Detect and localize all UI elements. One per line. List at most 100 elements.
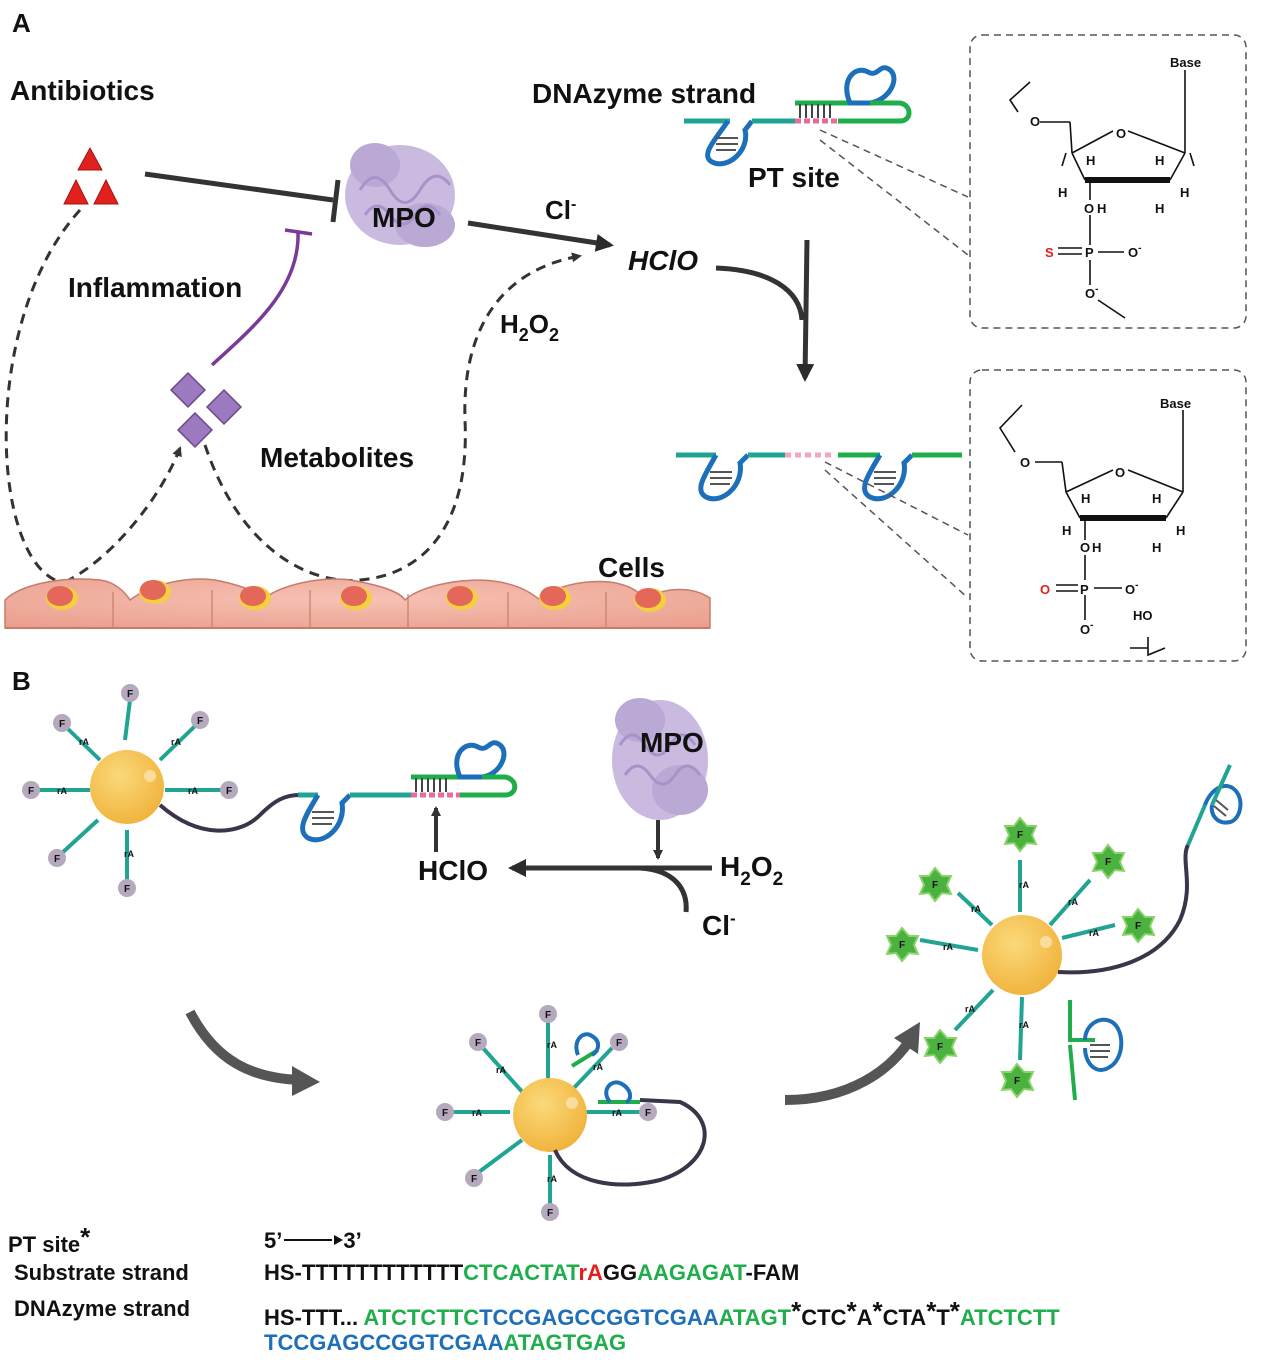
f-label: F [54, 854, 60, 865]
f-label: F [1135, 921, 1141, 932]
seq-segment: rA [578, 1260, 603, 1285]
o5-bottom: O [1020, 455, 1030, 470]
seq-segment: GG [602, 1260, 638, 1285]
ra-label: rA [79, 737, 90, 747]
pt-site-label: PT site [748, 162, 840, 193]
ra-label: rA [593, 1062, 604, 1072]
seq-segment: TCCGAGCCGGTCGAA [479, 1305, 719, 1330]
ra-label: rA [965, 1004, 976, 1014]
seq-segment: CTC [801, 1305, 847, 1330]
zoom-lines-bottom [824, 461, 969, 599]
oxygen-red-label: O [1040, 582, 1050, 597]
f-label: F [616, 1038, 622, 1049]
ring-o-bottom: O [1115, 465, 1125, 480]
dnazyme-sequence-line1: HS-TTT... ATCTCTTCTCCGAGCCGGTCGAAATAGT*C… [264, 1296, 1060, 1331]
direction-end: 3’ [343, 1228, 362, 1253]
gold-nanoprobe-activated: F F F F F F F rA rA rA rA rA rA rA [885, 764, 1243, 1101]
dnazyme-strand-diagram [684, 65, 912, 167]
zoom-lines-top [819, 129, 969, 256]
f-label: F [932, 880, 938, 891]
phosphate-structure [998, 404, 1184, 657]
ra-label: rA [1068, 897, 1079, 907]
mpo-protein-icon-b [612, 698, 708, 820]
seq-segment: TCCGAGCCGGTCGAA [264, 1330, 504, 1355]
inflammation-label: Inflammation [68, 272, 242, 303]
process-arrow-1 [185, 1009, 301, 1085]
f-label: F [1014, 1076, 1020, 1087]
dashed-arrow-metabolites-h2o2 [203, 252, 582, 582]
ra-label: rA [612, 1108, 623, 1118]
cleaved-strand-diagram [676, 452, 962, 502]
ra-label: rA [188, 786, 199, 796]
direction-arrow-line [284, 1239, 333, 1241]
mpo-label-a: MPO [372, 202, 436, 233]
ho-label: HO [1133, 608, 1153, 623]
h2-bottom: H [1152, 491, 1161, 506]
process-arrow-2 [784, 1037, 915, 1105]
antibiotics-label: Antibiotics [10, 75, 155, 106]
dnazyme-strand-seq-label: DNAzyme strand [14, 1296, 191, 1321]
seq-segment: CTA [882, 1305, 927, 1330]
h5-top: H [1097, 201, 1106, 216]
ra-label: rA [472, 1108, 483, 1118]
metabolite-inhibition-line [210, 231, 300, 367]
f-label: F [28, 786, 34, 797]
antibiotics-triangles-icon [63, 146, 119, 205]
direction-label: 5’3’ [264, 1228, 362, 1254]
h3-bottom: H [1062, 523, 1071, 538]
o5-top: O [1030, 114, 1040, 129]
metabolites-diamonds-icon [169, 371, 243, 449]
cl-curve [639, 865, 689, 913]
f-label: F [645, 1108, 651, 1119]
h3-top: H [1058, 185, 1067, 200]
h4-bottom: H [1176, 523, 1185, 538]
base-label-top: Base [1170, 55, 1201, 70]
pt-site-text: PT site [8, 1232, 81, 1257]
panel-a-letter: A [12, 8, 31, 38]
f-label: F [124, 884, 130, 895]
p-top: P [1085, 245, 1094, 260]
cl-label-a: Cl- [545, 195, 576, 225]
ra-label: rA [943, 942, 954, 952]
h5-bottom: H [1092, 540, 1101, 555]
dnazyme-sequence-line2: TCCGAGCCGGTCGAAATAGTGAG [264, 1330, 626, 1356]
seq-segment: ATAGTGAG [503, 1330, 627, 1355]
cells-label: Cells [598, 552, 665, 583]
gold-nanoprobe-initial: F F F F F F F rA rA rA rA rA [22, 684, 518, 897]
ra-label: rA [1089, 928, 1100, 938]
seq-segment: ATCTCTT [959, 1305, 1060, 1330]
ra-label: rA [1019, 880, 1030, 890]
seq-segment: ATAGT [718, 1305, 792, 1330]
hclo-label-b: HClO [418, 855, 488, 886]
p-bottom: P [1080, 582, 1089, 597]
seq-segment: AAGAGAT [637, 1260, 746, 1285]
f-label: F [226, 786, 232, 797]
o-minus-bottom: O- [1125, 580, 1138, 597]
mpo-to-hclo-arrow [467, 220, 614, 252]
substrate-sequence: HS-TTTTTTTTTTTTCTCACTATrAGGAAGAGAT-FAM [264, 1260, 799, 1286]
ra-label: rA [1019, 1020, 1030, 1030]
f-label: F [1017, 830, 1023, 841]
seq-segment: A [856, 1305, 873, 1330]
f-label: F [471, 1174, 477, 1185]
f-label: F [899, 940, 905, 951]
cl-label-b: Cl- [702, 909, 736, 941]
h4-top: H [1180, 185, 1189, 200]
f-label: F [1105, 857, 1111, 868]
process-arrow-1-head [292, 1066, 320, 1096]
pt-structure-box [969, 34, 1247, 329]
pt-star: * [926, 1296, 937, 1326]
h1-top: H [1086, 153, 1095, 168]
cleavage-arrow [796, 239, 815, 382]
seq-segment: CTCACTAT [463, 1260, 579, 1285]
f-label: F [545, 1010, 551, 1021]
h6-top: H [1155, 201, 1164, 216]
cell-layer [4, 578, 711, 629]
phosphate-structure-box [969, 369, 1247, 662]
direction-arrow-head [334, 1235, 344, 1245]
pt-star: * [791, 1296, 802, 1326]
ra-label: rA [547, 1174, 558, 1184]
mpo-label-b: MPO [640, 727, 704, 758]
antibiotic-inhibition-line [144, 171, 341, 223]
